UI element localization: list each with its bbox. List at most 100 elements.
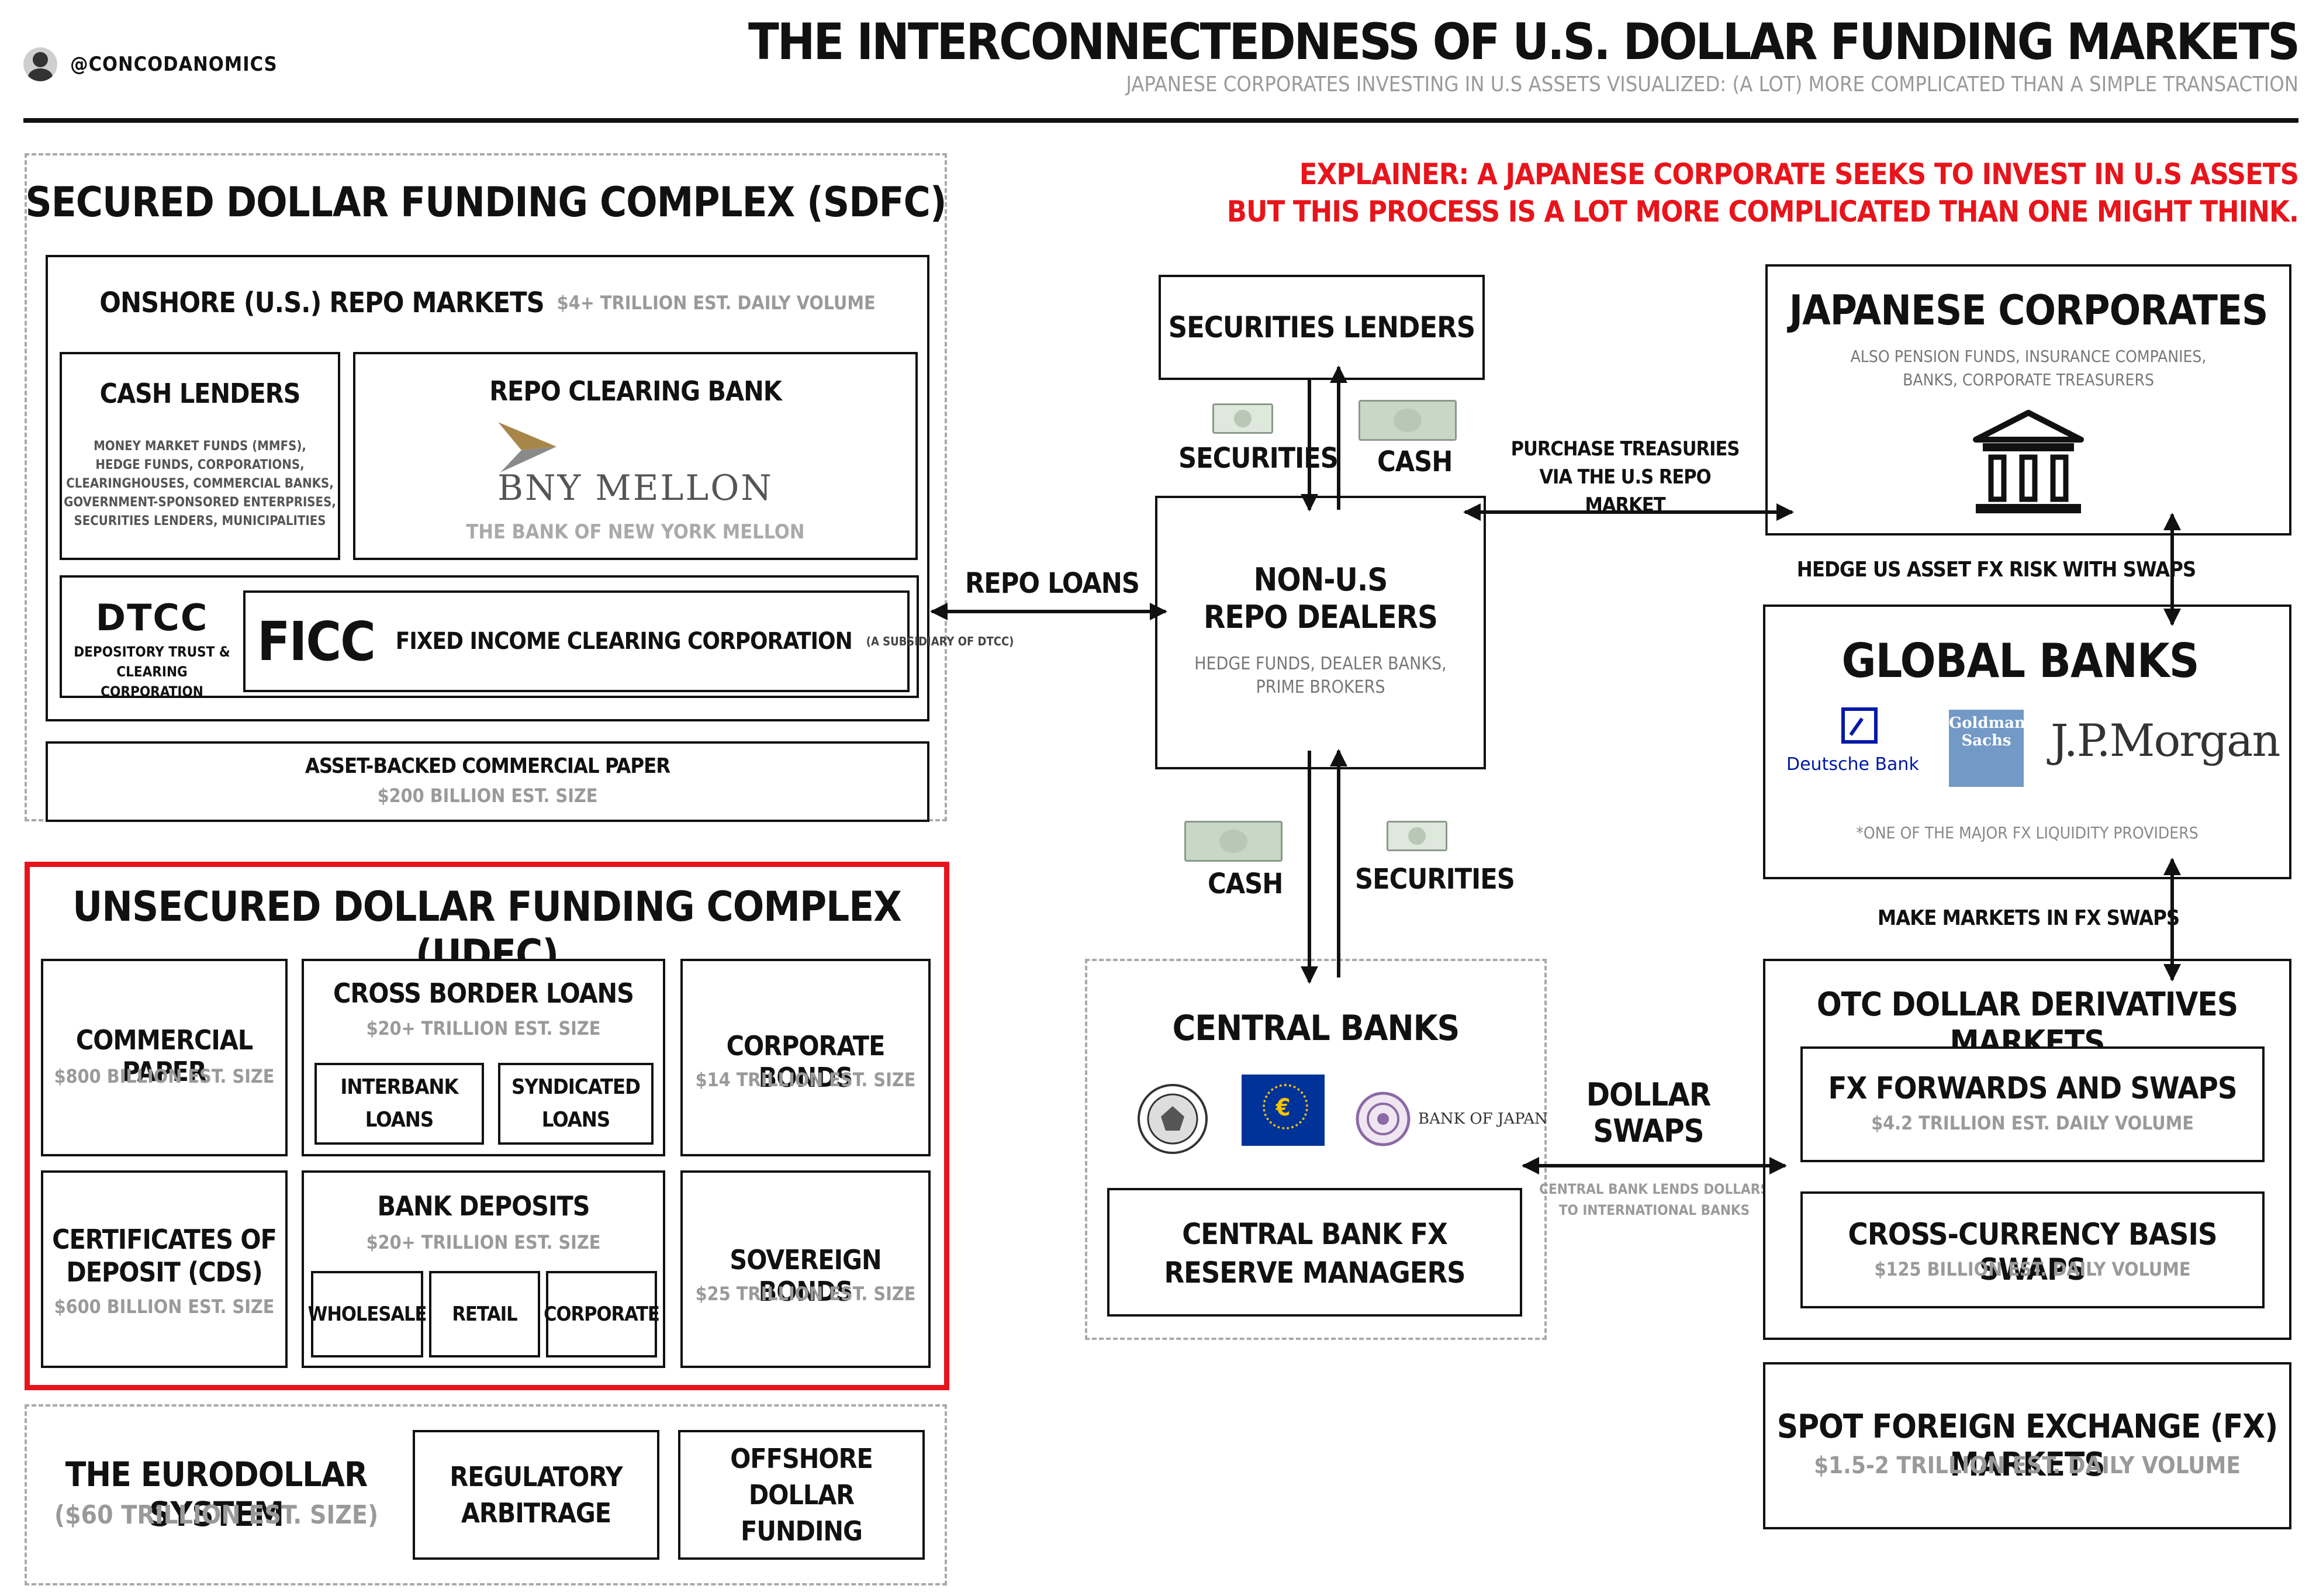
dtcc-logo: DTCC xyxy=(95,596,209,639)
cb-lends-line: CENTRAL BANK LENDS DOLLARS xyxy=(1539,1181,1769,1197)
jpmorgan-logo: J.P.Morgan xyxy=(2051,714,2280,766)
eurodollar-panel xyxy=(25,1404,947,1585)
commercial-paper-box xyxy=(41,959,288,1156)
japanese-corporates-sub-line: BANKS, CORPORATE TREASURERS xyxy=(1903,370,2154,389)
cash-lenders-line: HEDGE FUNDS, CORPORATIONS, xyxy=(95,458,305,472)
ccbs-title: CROSS-CURRENCY BASIS SWAPS xyxy=(1848,1217,2217,1287)
dtcc-caption-line: CLEARING CORPORATION xyxy=(101,664,203,700)
global-banks-note: *ONE OF THE MAJOR FX LIQUIDITY PROVIDERS xyxy=(1856,823,2199,842)
page-title: THE INTERCONNECTEDNESS OF U.S. DOLLAR FU… xyxy=(748,13,2300,71)
interbank-loans-label: INTERBANK LOANS xyxy=(340,1075,458,1132)
cds-box xyxy=(41,1170,288,1368)
boj-emblem-icon xyxy=(1356,1091,1411,1146)
udfc-panel xyxy=(25,862,949,1390)
eurodollar-title: THE EURODOLLAR SYSTEM xyxy=(65,1455,368,1534)
ccbs-box xyxy=(1800,1191,2265,1308)
reserve-managers-box xyxy=(1107,1188,1522,1317)
fx-forwards-box xyxy=(1800,1046,2265,1162)
cross-border-title: CROSS BORDER LOANS xyxy=(333,977,634,1009)
repo-dealers-title-line: REPO DEALERS xyxy=(1203,599,1438,635)
global-banks-title: GLOBAL BANKS xyxy=(1841,634,2199,688)
cash-lenders-list: MONEY MARKET FUNDS (MMFS), HEDGE FUNDS, … xyxy=(60,437,340,531)
cds-title-line: DEPOSIT (CDS) xyxy=(66,1256,262,1288)
japanese-corporates-box xyxy=(1765,264,2291,536)
central-banks-panel xyxy=(1085,959,1547,1340)
wholesale-box xyxy=(311,1271,423,1357)
hedge-label: HEDGE US ASSET FX RISK WITH SWAPS xyxy=(1796,558,2196,582)
corporate-box xyxy=(546,1271,657,1357)
ficc-name: FIXED INCOME CLEARING CORPORATION xyxy=(395,628,853,655)
corporate-bonds-size: $14 TRILLION EST. SIZE xyxy=(695,1069,916,1091)
onshore-repo-title: ONSHORE (U.S.) REPO MARKETS xyxy=(99,286,544,319)
fx-forwards-title: FX FORWARDS AND SWAPS xyxy=(1828,1071,2237,1106)
bank-deposits-size: $20+ TRILLION EST. SIZE xyxy=(366,1231,601,1253)
japanese-corporates-sub: ALSO PENSION FUNDS, INSURANCE COMPANIES,… xyxy=(1765,345,2291,392)
avatar xyxy=(23,47,57,81)
retail-box xyxy=(429,1271,540,1357)
cash-lenders-line: CLEARINGHOUSES, COMMERCIAL BANKS, xyxy=(66,476,334,491)
cash-bottom-label: CASH xyxy=(1208,868,1283,900)
boj-logo-text: BANK OF JAPAN xyxy=(1418,1110,1548,1128)
reserve-managers-line: RESERVE MANAGERS xyxy=(1164,1256,1465,1290)
sovereign-bonds-title: SOVEREIGN BONDS xyxy=(730,1244,882,1307)
dtcc-caption: DEPOSITORY TRUST & CLEARING CORPORATION xyxy=(64,642,240,702)
corporate-bonds-title: CORPORATE BONDS xyxy=(726,1030,886,1093)
corporate-label: CORPORATE xyxy=(544,1303,660,1326)
securities-bill-icon xyxy=(1387,821,1447,851)
repo-dealers-box xyxy=(1155,496,1486,769)
purchase-line: PURCHASE TREASURIES xyxy=(1510,437,1740,461)
repo-dealers-sub: HEDGE FUNDS, DEALER BANKS, PRIME BROKERS xyxy=(1155,652,1486,699)
cash-lenders-line: MONEY MARKET FUNDS (MMFS), xyxy=(94,439,306,454)
federal-reserve-seal-icon xyxy=(1138,1084,1208,1154)
ccbs-size: $125 BILLION EST. DAILY VOLUME xyxy=(1874,1258,2191,1280)
cash-lenders-line: SECURITIES LENDERS, MUNICIPALITIES xyxy=(74,514,326,528)
securities-bill-icon xyxy=(1212,403,1273,434)
bny-mellon-logo-text: BNY MELLON xyxy=(497,468,773,509)
spot-fx-title: SPOT FOREIGN EXCHANGE (FX) MARKETS xyxy=(1776,1408,2278,1484)
regulatory-arbitrage-label: REGULATORY ARBITRAGE xyxy=(450,1461,623,1529)
ecb-logo-icon: € xyxy=(1242,1075,1325,1146)
explainer-text: EXPLAINER: A JAPANESE CORPORATE SEEKS TO… xyxy=(1227,156,2299,230)
abcp-size: $200 BILLION EST. SIZE xyxy=(377,785,598,807)
commercial-paper-title: COMMERCIAL PAPER xyxy=(75,1024,253,1087)
syndicated-loans-box xyxy=(498,1063,654,1145)
handle: @CONCODANOMICS xyxy=(23,47,278,82)
ficc-box xyxy=(243,590,910,692)
securities-lenders-title: SECURITIES LENDERS xyxy=(1168,310,1475,344)
fx-forwards-size: $4.2 TRILLION EST. DAILY VOLUME xyxy=(1871,1112,2194,1134)
deutsche-bank-logo: Deutsche Bank xyxy=(1786,707,1938,775)
goldman-sachs-logo: Goldman Sachs xyxy=(1949,710,2025,787)
repo-clearing-title: REPO CLEARING BANK xyxy=(489,375,782,407)
syndicated-loans-label: SYNDICATED LOANS xyxy=(511,1075,641,1132)
japanese-corporates-sub-line: ALSO PENSION FUNDS, INSURANCE COMPANIES, xyxy=(1850,347,2207,366)
retail-label: RETAIL xyxy=(452,1303,517,1326)
offshore-dollar-funding-box xyxy=(678,1430,925,1560)
deutsche-bank-name: Deutsche Bank xyxy=(1786,754,1919,775)
eurodollar-size: ($60 TRILLION EST. SIZE) xyxy=(54,1500,379,1530)
bny-mellon-caption: THE BANK OF NEW YORK MELLON xyxy=(466,520,805,544)
page-subtitle: JAPANESE CORPORATES INVESTING IN U.S ASS… xyxy=(1126,72,2298,96)
repo-dealers-title-line: NON-U.S xyxy=(1253,561,1388,598)
dollar-swaps-line: DOLLAR xyxy=(1586,1076,1712,1113)
dollar-swaps-line: SWAPS xyxy=(1593,1113,1704,1149)
abcp-box xyxy=(46,741,929,822)
securities-lenders-box xyxy=(1159,275,1485,380)
reserve-managers-title: CENTRAL BANK FX RESERVE MANAGERS xyxy=(1107,1215,1522,1292)
cds-title-line: CERTIFICATES OF xyxy=(52,1224,277,1255)
bank-deposits-title: BANK DEPOSITS xyxy=(377,1190,590,1222)
spot-fx-size: $1.5-2 TRILLION EST. DAILY VOLUME xyxy=(1814,1452,2241,1479)
ficc-note: (A SUBSIDIARY OF DTCC) xyxy=(866,634,1014,648)
central-banks-title: CENTRAL BANKS xyxy=(1172,1008,1460,1049)
header-divider xyxy=(23,118,2298,123)
sovereign-bonds-size: $25 TRILLION EST. SIZE xyxy=(695,1283,916,1305)
handle-text: @CONCODANOMICS xyxy=(70,53,278,76)
securities-top-label: SECURITIES xyxy=(1178,442,1339,475)
cash-lenders-title: CASH LENDERS xyxy=(99,378,301,409)
repo-loans-label: REPO LOANS xyxy=(965,567,1140,600)
cash-top-label: CASH xyxy=(1377,445,1453,478)
offshore-dollar-funding-label: OFFSHORE DOLLAR FUNDING xyxy=(730,1443,873,1547)
goldman-line: Sachs xyxy=(1961,732,2011,749)
wholesale-label: WHOLESALE xyxy=(307,1303,427,1326)
securities-bottom-label: SECURITIES xyxy=(1355,863,1515,896)
